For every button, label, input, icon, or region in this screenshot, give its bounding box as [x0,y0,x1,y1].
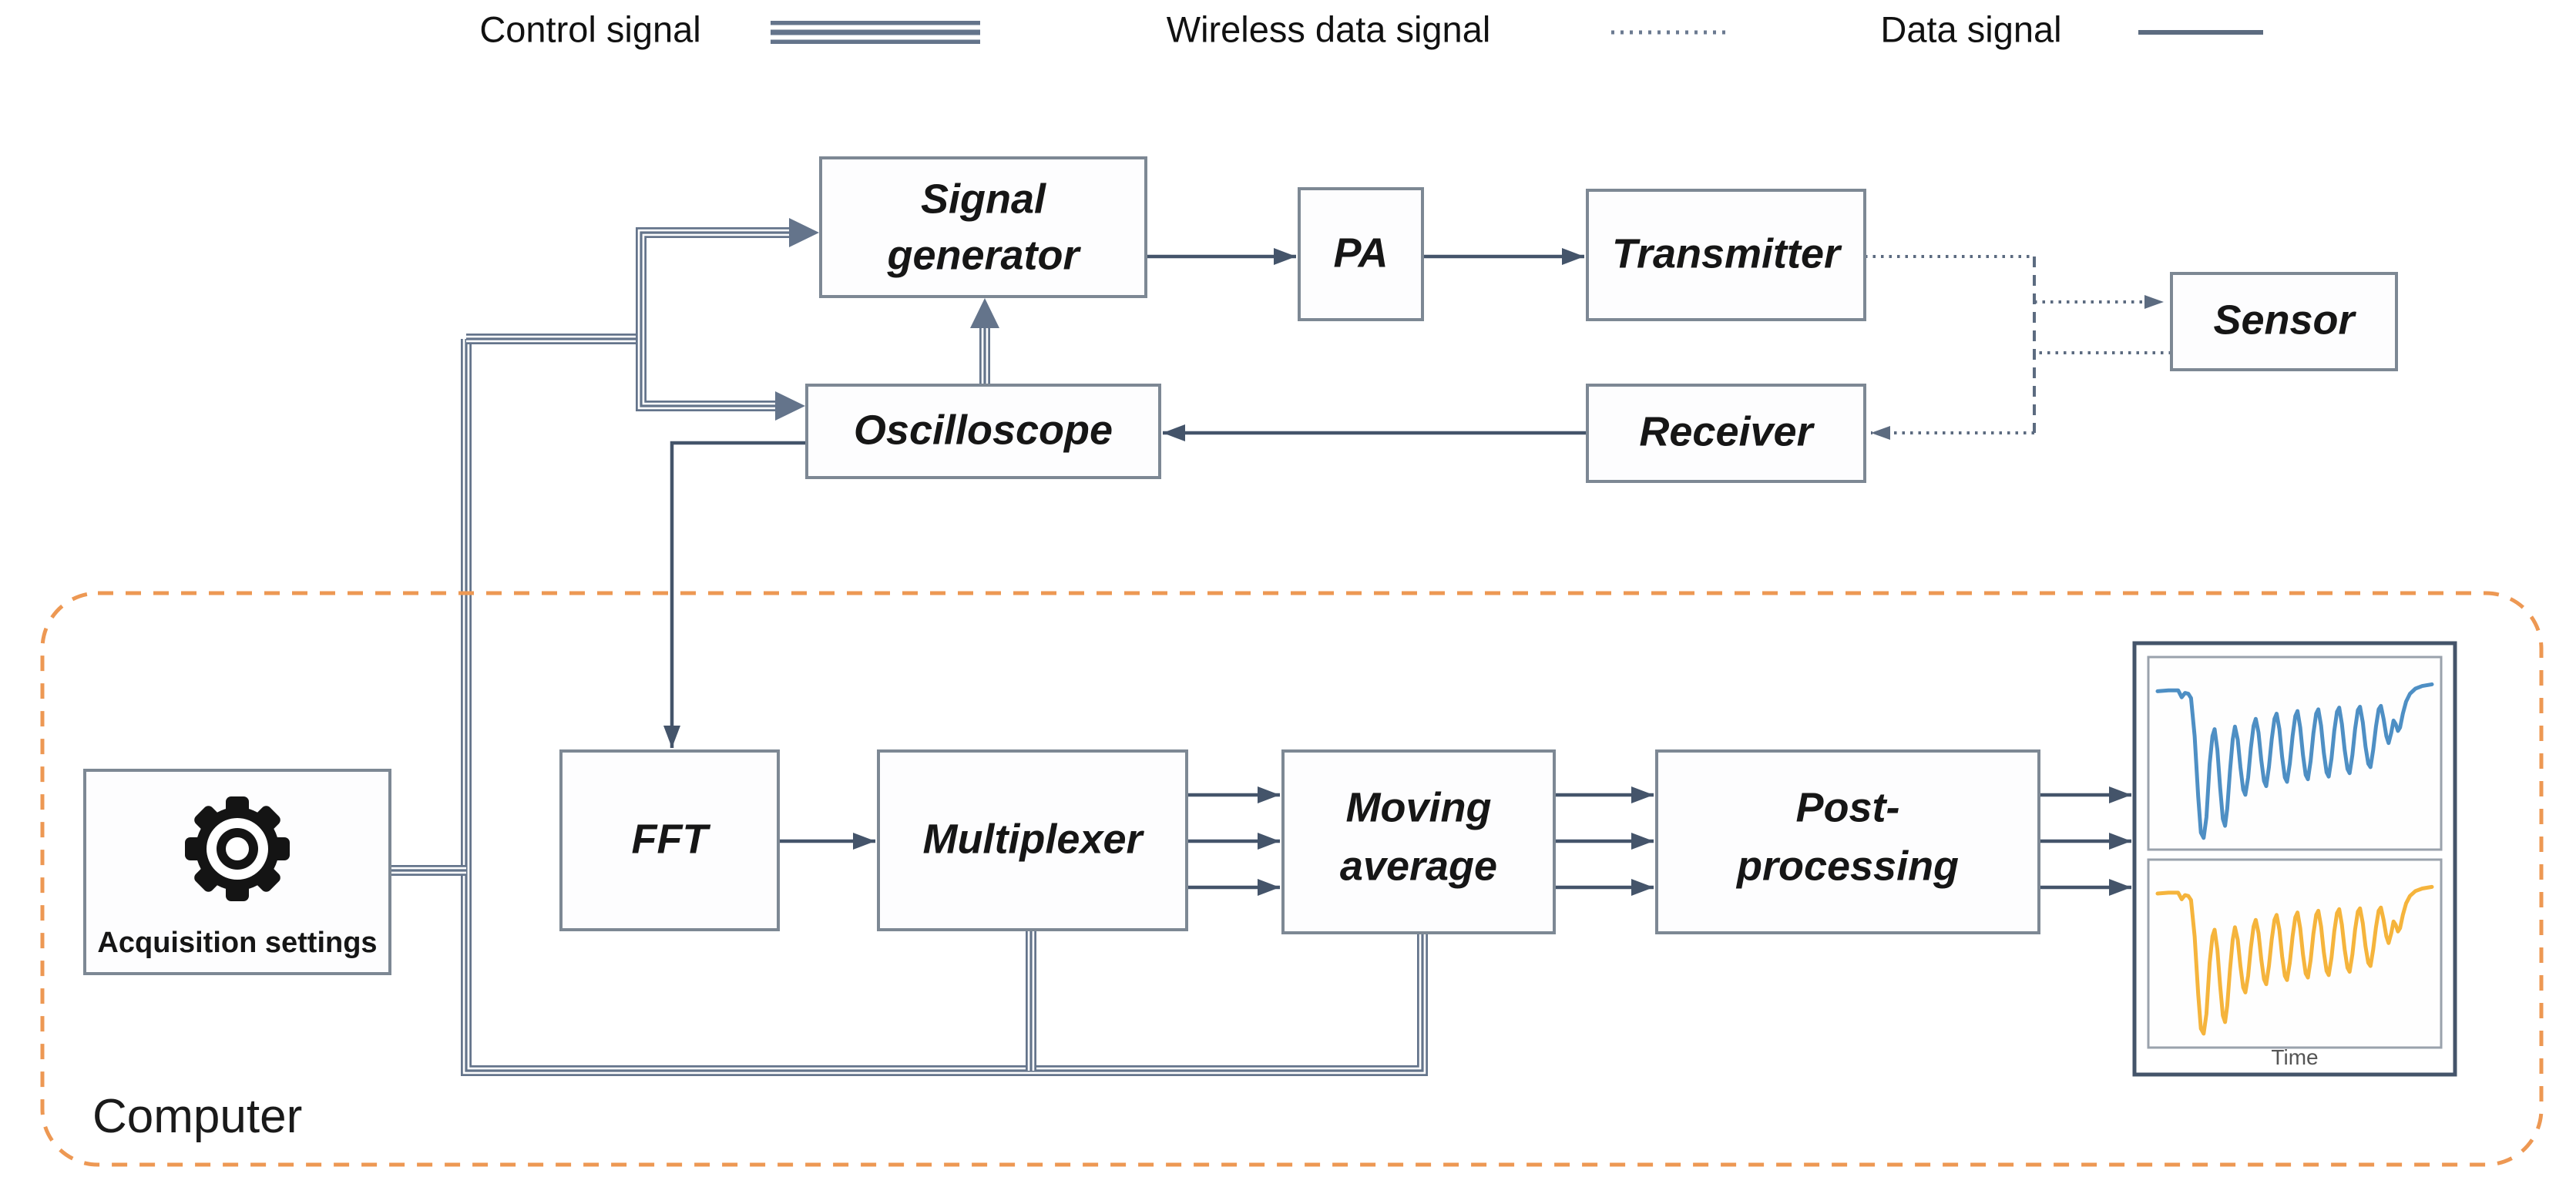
data-connectors [663,248,2131,896]
legend: Control signal Wireless data signal Data… [479,8,2263,49]
node-multiplexer: Multiplexer [877,749,1188,931]
legend-label-wireless-data-signal: Wireless data signal [1167,8,1491,49]
computer-label: Computer [92,1090,302,1143]
arrowhead-into-signal-generator [789,218,819,247]
signal-generator-label-line2: generator [886,232,1081,278]
fft-label: FFT [632,816,711,862]
control-line-to-signal-generator [636,227,791,342]
moving-average-label-line2: average [1340,843,1497,889]
blue-trace [2155,682,2434,840]
control-bus [389,227,1428,1076]
node-fft: FFT [559,749,780,931]
sensor-label: Sensor [2213,297,2356,343]
receiver-label: Receiver [1639,408,1815,454]
multiplexer-label: Multiplexer [922,816,1144,862]
node-transmitter: Transmitter [1586,189,1866,321]
post-processing-label-line2: processing [1735,843,1959,889]
gear-icon [185,796,290,901]
acquisition-settings-label: Acquisition settings [97,927,377,959]
wireless-connectors [1865,255,2171,440]
output-plot: Time [2132,641,2457,1077]
legend-label-data-signal: Data signal [1880,8,2061,49]
arrowhead-into-signal-generator-bottom [970,298,999,328]
plot-bottom-panel [2147,858,2443,1049]
node-pa: PA [1298,187,1424,321]
node-signal-generator: Signal generator [819,156,1147,298]
node-receiver: Receiver [1586,384,1866,483]
moving-average-label-line1: Moving [1346,784,1492,830]
orange-trace [2155,884,2434,1036]
node-moving-average: Moving average [1281,749,1556,934]
node-post-processing: Post- processing [1655,749,2040,934]
arrowhead-into-oscilloscope [775,391,805,421]
control-line-to-oscilloscope [636,336,777,411]
pa-label: PA [1333,230,1388,276]
signal-generator-label-line1: Signal [921,176,1046,222]
computer-boundary [40,591,2544,1167]
plot-top-panel [2147,656,2443,851]
node-oscilloscope: Oscilloscope [805,384,1161,479]
oscilloscope-label: Oscilloscope [854,407,1113,453]
node-sensor: Sensor [2170,272,2398,371]
node-acquisition-settings: Acquisition settings [83,769,391,975]
plot-x-axis-label: Time [2271,1045,2318,1069]
transmitter-label: Transmitter [1612,230,1842,277]
data-line-oscilloscope-to-fft [663,441,807,748]
post-processing-label-line1: Post- [1796,784,1900,830]
legend-label-control-signal: Control signal [479,8,700,49]
